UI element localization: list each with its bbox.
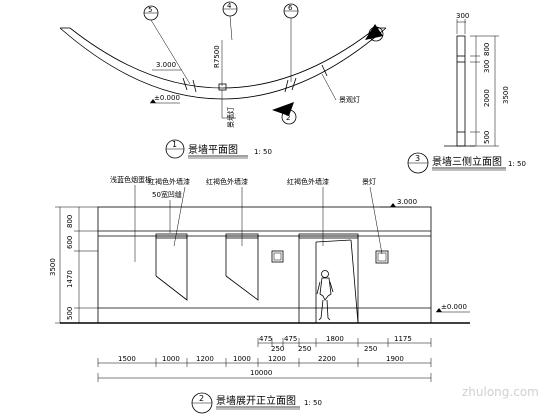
- wall-outline: [97, 206, 432, 324]
- svg-text:800: 800: [483, 43, 491, 56]
- lamp-box: [218, 83, 227, 91]
- section-arrow: [272, 102, 294, 116]
- svg-text:1: 1: [172, 140, 177, 149]
- plan-title: 景墙平面图: [188, 143, 238, 156]
- plan-scale: 1: 50: [254, 148, 272, 156]
- svg-text:800: 800: [66, 215, 74, 228]
- wall-segment-joint: [182, 77, 188, 91]
- wall-lamp: [271, 250, 284, 263]
- label-gap: 50宽凹缝: [152, 190, 182, 199]
- leader-line: [229, 15, 233, 41]
- wall-segment-joint: [284, 79, 289, 93]
- plan-view: R7500 5 4 6 3.000 ±0.000 景墙灯 景观灯 2: [59, 1, 387, 159]
- wall-lamp: [375, 250, 389, 264]
- svg-text:1200: 1200: [268, 355, 286, 363]
- svg-text:1470: 1470: [66, 270, 74, 288]
- label-paint-1: 红褐色外墙漆: [148, 177, 190, 186]
- front-scale: 1: 50: [304, 399, 322, 407]
- svg-text:250: 250: [298, 345, 311, 353]
- lamp-label: 景墙灯: [226, 107, 235, 128]
- side-scale: 1: 50: [508, 160, 526, 168]
- svg-text:250: 250: [271, 345, 284, 353]
- svg-text:600: 600: [66, 236, 74, 249]
- side-view-mark-3: [368, 26, 384, 42]
- svg-text:1500: 1500: [118, 355, 136, 363]
- front-elevation: 浅蓝色烟蛋板 红褐色外墙漆 50宽凹缝 红褐色外墙漆 红褐色外墙漆 景灯 3.0…: [49, 175, 470, 414]
- side-wall-profile: [456, 35, 466, 147]
- svg-text:475: 475: [259, 335, 272, 343]
- side-elevation: 300 800 300 2000 500 3500 3 景墙三侧立面图 1: 5…: [407, 12, 526, 174]
- svg-text:6: 6: [288, 4, 293, 12]
- side-title: 景墙三侧立面图: [432, 155, 502, 168]
- wall-inner-arc: [69, 27, 377, 89]
- label-paint-2: 红褐色外墙漆: [206, 177, 248, 186]
- svg-text:300: 300: [456, 12, 469, 20]
- label-lamp: 景灯: [362, 177, 376, 186]
- svg-text:1900: 1900: [386, 355, 404, 363]
- wall-outer-arc: [59, 27, 387, 100]
- elevation-0000: ±0.000: [154, 94, 180, 102]
- svg-text:2000: 2000: [483, 89, 491, 107]
- side-total-dim: 3500: [502, 86, 510, 104]
- section-mark-2: [281, 109, 297, 125]
- svg-text:250: 250: [364, 345, 377, 353]
- human-figure: [316, 270, 334, 321]
- label-paint-3: 红褐色外墙漆: [287, 177, 329, 186]
- svg-text:4: 4: [227, 2, 232, 10]
- svg-text:3: 3: [415, 154, 420, 163]
- elevation-0000: ±0.000: [441, 303, 467, 311]
- svg-text:3: 3: [373, 31, 377, 39]
- svg-text:500: 500: [66, 307, 74, 320]
- svg-text:1000: 1000: [233, 355, 251, 363]
- elevation-3000: 3.000: [156, 61, 176, 69]
- svg-text:2200: 2200: [318, 355, 336, 363]
- svg-text:500: 500: [483, 131, 491, 144]
- svg-text:2: 2: [286, 114, 290, 122]
- landscape-lamp-label: 景观灯: [339, 95, 360, 104]
- label-stone: 浅蓝色烟蛋板: [110, 175, 152, 184]
- svg-text:1800: 1800: [326, 335, 344, 343]
- wall-opening-3: [299, 235, 359, 323]
- svg-text:1175: 1175: [394, 335, 412, 343]
- svg-text:300: 300: [483, 60, 491, 73]
- svg-text:1000: 1000: [162, 355, 180, 363]
- radius-text: R7500: [213, 45, 221, 68]
- watermark-text: zhulong.com: [462, 385, 539, 399]
- svg-text:475: 475: [284, 335, 297, 343]
- front-left-total: 3500: [49, 258, 57, 276]
- svg-text:2: 2: [199, 394, 204, 403]
- leader-line: [150, 19, 191, 85]
- wall-opening-1: [155, 235, 188, 301]
- elevation-3000: 3.000: [397, 198, 417, 206]
- svg-text:1200: 1200: [196, 355, 214, 363]
- front-total-dim: 10000: [250, 369, 272, 377]
- svg-text:5: 5: [148, 6, 152, 14]
- front-title: 景墙展开正立面图: [216, 394, 296, 407]
